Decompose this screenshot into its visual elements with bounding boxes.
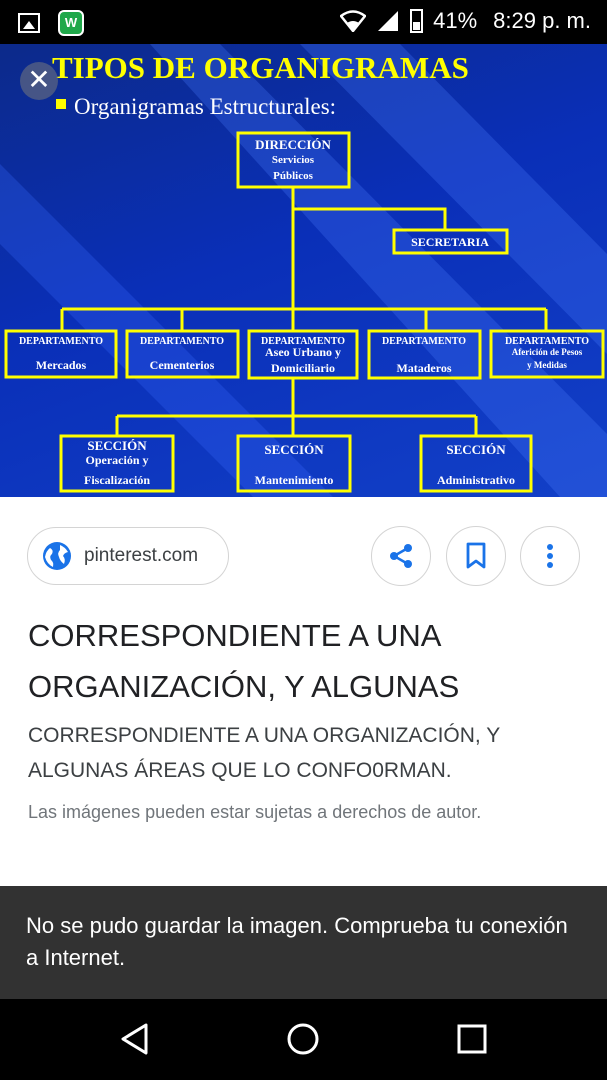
- signal-icon: [378, 11, 399, 31]
- battery-percent: 41%: [433, 8, 478, 33]
- dept-aseo-l1: DEPARTAMENTO: [261, 336, 345, 347]
- seccion-operacion-l3: Fiscalización: [84, 473, 150, 487]
- globe-icon: [43, 542, 71, 570]
- box-direccion-l1: DIRECCIÓN: [255, 137, 331, 152]
- dept-mercados-l1: DEPARTAMENTO: [19, 336, 103, 347]
- save-button[interactable]: [446, 526, 506, 586]
- battery-icon: [410, 9, 424, 33]
- preview-image[interactable]: TIPOS DE ORGANIGRAMAS Organigramas Estru…: [0, 44, 607, 497]
- share-button[interactable]: [371, 526, 431, 586]
- wifi-icon: [340, 10, 367, 32]
- source-link[interactable]: pinterest.com: [27, 527, 229, 585]
- box-seccion-administrativo: [419, 434, 533, 493]
- slide-subtitle: Organigramas Estructurales:: [74, 94, 336, 119]
- box-direccion: [236, 131, 351, 189]
- bookmark-icon: [466, 542, 486, 569]
- slide-title: TIPOS DE ORGANIGRAMAS: [52, 50, 469, 85]
- recents-icon[interactable]: [456, 1023, 488, 1055]
- org-chart-slide: TIPOS DE ORGANIGRAMAS Organigramas Estru…: [0, 44, 607, 497]
- box-seccion-operacion: [59, 434, 175, 493]
- source-label: pinterest.com: [84, 545, 199, 566]
- image-title[interactable]: CORRESPONDIENTE A UNA ORGANIZACIÓN, Y AL…: [28, 618, 460, 704]
- box-seccion-mantenimiento: [236, 434, 352, 493]
- dept-afericion-l2: Aferición de Pesos: [512, 347, 583, 357]
- seccion-operacion-l2: Operación y: [86, 453, 149, 467]
- dept-mataderos-l1: DEPARTAMENTO: [382, 336, 466, 347]
- image-description: CORRESPONDIENTE A UNA ORGANIZACIÓN, Y AL…: [28, 724, 500, 782]
- status-time: 8:29 p. m.: [493, 8, 591, 33]
- close-icon[interactable]: ✕: [20, 62, 58, 100]
- snackbar: No se pudo guardar la imagen. Comprueba …: [0, 886, 607, 999]
- dept-cementerios-l1: DEPARTAMENTO: [140, 336, 224, 347]
- seccion-administrativo-l2: Administrativo: [437, 473, 515, 487]
- share-icon: [390, 544, 412, 568]
- dept-aseo-l3: Domiciliario: [271, 361, 335, 375]
- seccion-administrativo-l1: SECCIÓN: [446, 442, 506, 457]
- copyright-notice: Las imágenes pueden estar sujetas a dere…: [28, 802, 482, 822]
- gallery-icon: [18, 13, 40, 33]
- snackbar-message: No se pudo guardar la imagen. Comprueba …: [26, 913, 568, 970]
- home-icon[interactable]: [286, 1022, 320, 1056]
- seccion-mantenimiento-l1: SECCIÓN: [264, 442, 324, 457]
- app-icon: W: [58, 10, 84, 36]
- box-dept-afericion: [489, 329, 605, 379]
- box-dept-aseo: [247, 329, 359, 380]
- bullet-square: [56, 99, 66, 109]
- back-icon[interactable]: [118, 1022, 152, 1056]
- seccion-mantenimiento-l2: Mantenimiento: [255, 473, 334, 487]
- box-secretaria-label: SECRETARIA: [411, 235, 489, 249]
- box-dept-mercados: [4, 329, 118, 379]
- box-dept-mataderos: [367, 329, 482, 380]
- seccion-operacion-l1: SECCIÓN: [87, 438, 147, 453]
- box-direccion-l2: Servicios: [272, 154, 315, 166]
- navigation-bar: [0, 999, 607, 1080]
- box-direccion-l3: Públicos: [273, 170, 313, 182]
- dept-cementerios-l2: Cementerios: [150, 358, 215, 372]
- box-dept-cementerios: [125, 329, 240, 379]
- more-options-button[interactable]: [520, 526, 580, 586]
- status-bar: W 41% 8:29 p. m.: [0, 0, 607, 44]
- box-secretaria: [392, 228, 509, 255]
- dept-mataderos-l2: Mataderos: [396, 361, 451, 375]
- dept-aseo-l2: Aseo Urbano y: [265, 345, 341, 359]
- dept-afericion-l1: DEPARTAMENTO: [505, 336, 589, 347]
- more-icon: [547, 544, 553, 568]
- dept-afericion-l3: y Medidas: [527, 360, 567, 370]
- dept-mercados-l2: Mercados: [36, 358, 87, 372]
